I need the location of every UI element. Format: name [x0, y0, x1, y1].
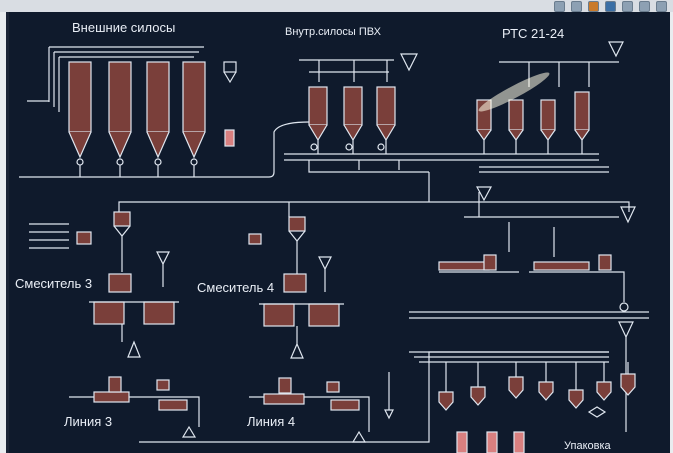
mixer-3-hopper[interactable]: [113, 211, 131, 237]
packaging-hopper-1[interactable]: [438, 391, 454, 411]
toolbar-icon-group: [554, 1, 667, 12]
external-silo-3[interactable]: [146, 61, 170, 166]
line-3-group: [69, 376, 349, 443]
mixer-4-hopper[interactable]: [288, 216, 306, 242]
rts-vessel-3[interactable]: [540, 99, 556, 142]
monitor-icon[interactable]: [554, 1, 565, 12]
mixer-4-feeder[interactable]: [248, 233, 262, 245]
packaging-hopper-7[interactable]: [620, 373, 636, 396]
external-filter[interactable]: [223, 61, 237, 147]
external-silo-4[interactable]: [182, 61, 206, 166]
packaging-group: [409, 311, 649, 453]
internal-silo-3[interactable]: [376, 86, 396, 142]
rts-vessel-2[interactable]: [508, 99, 524, 142]
label-mixer-4: Смеситель 4: [197, 280, 275, 295]
packaging-hopper-3[interactable]: [508, 376, 524, 399]
label-rts: РТС 21-24: [502, 26, 565, 41]
internal-filter[interactable]: [400, 53, 418, 72]
mixer-4-cooler-right[interactable]: [308, 303, 340, 327]
mixer-3-vessel[interactable]: [108, 273, 132, 293]
scada-process-screen: Внешние силосы Внутр.силосы ПВХ РТС 21-2…: [6, 12, 670, 453]
label-line-4: Линия 4: [247, 414, 296, 429]
line-4-hopper[interactable]: [326, 381, 360, 411]
tag-icon[interactable]: [639, 1, 650, 12]
line-3-hopper[interactable]: [156, 379, 188, 411]
mixer-4-filter[interactable]: [318, 256, 332, 271]
lock-icon[interactable]: [622, 1, 633, 12]
external-silos-group: [19, 46, 310, 178]
mixer-4-group: [248, 216, 344, 359]
label-external-silos: Внешние силосы: [72, 20, 176, 35]
grid-icon[interactable]: [571, 1, 582, 12]
mixer-3-filter[interactable]: [156, 251, 170, 266]
external-silo-1[interactable]: [68, 61, 92, 166]
mixer-3-group: [29, 211, 179, 358]
label-packaging: Упаковка: [564, 440, 611, 452]
right-extruder-2[interactable]: [533, 254, 612, 271]
label-internal-silos: Внутр.силосы ПВХ: [285, 26, 381, 38]
right-hopper-1[interactable]: [475, 186, 493, 202]
right-filter[interactable]: [620, 206, 636, 224]
mixer-4-cooler-left[interactable]: [263, 303, 295, 327]
window-toolbar: [0, 0, 673, 12]
packaging-hopper-2[interactable]: [470, 386, 486, 406]
line-4-extruder[interactable]: [263, 377, 305, 405]
info-icon[interactable]: [605, 1, 616, 12]
external-silo-2[interactable]: [108, 61, 132, 166]
filter-icon[interactable]: [656, 1, 667, 12]
right-extruders-group: [438, 186, 636, 312]
right-extruder-1[interactable]: [438, 254, 497, 271]
mixer-3-feeder[interactable]: [76, 231, 92, 245]
process-diagram: [19, 41, 649, 453]
label-mixer-3: Смеситель 3: [15, 276, 93, 291]
rts-group: [476, 41, 624, 173]
packaging-hopper-5[interactable]: [568, 389, 584, 409]
mixer-3-cooler-right[interactable]: [143, 301, 175, 325]
packaging-hopper-4[interactable]: [538, 381, 554, 401]
line-4-group: [249, 351, 609, 443]
mixer-3-cooler-left[interactable]: [93, 301, 125, 325]
warning-icon[interactable]: [588, 1, 599, 12]
mixer-4-vessel[interactable]: [283, 273, 307, 293]
internal-silos-group: [284, 53, 599, 173]
packaging-filter[interactable]: [618, 321, 634, 339]
packaging-bags[interactable]: [456, 431, 525, 453]
internal-silo-1[interactable]: [308, 86, 328, 142]
internal-silo-2[interactable]: [343, 86, 363, 142]
line-3-extruder[interactable]: [93, 376, 130, 403]
main-collector: [118, 172, 630, 222]
rts-filter[interactable]: [608, 41, 624, 58]
packaging-hopper-6[interactable]: [596, 381, 612, 401]
label-line-3: Линия 3: [64, 414, 113, 429]
rts-vessel-4[interactable]: [574, 91, 590, 142]
